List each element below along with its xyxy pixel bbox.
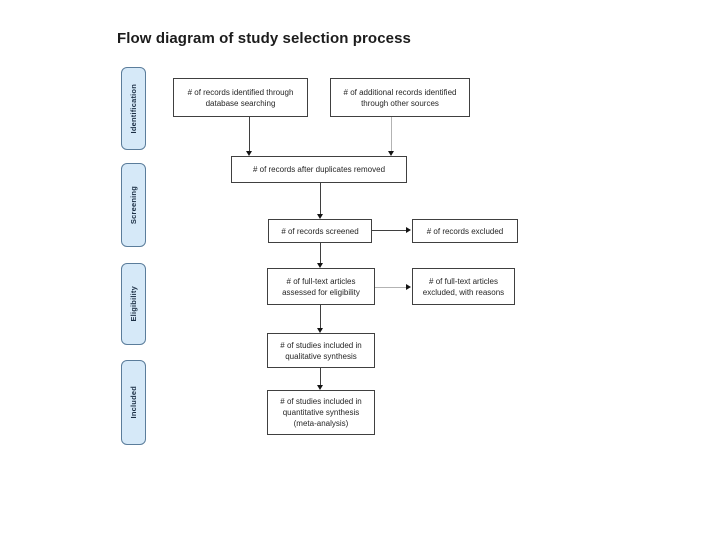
connector-qualitative-to-quantitative-arrowhead [317,385,323,390]
connector-screened-to-fulltext-arrowhead [317,263,323,268]
page-title: Flow diagram of study selection process [117,30,411,47]
stage-included-label: Included [129,386,138,419]
flow-box-records-excluded: # of records excluded [412,219,518,243]
connector-qualitative-to-quantitative-line [320,368,321,385]
flow-box-additional-records: # of additional records identified throu… [330,78,470,117]
connector-screened-to-fulltext-line [320,243,321,263]
connector-additional-to-duplicates-line [391,117,392,151]
connector-duplicates-to-screened-line [320,183,321,214]
connector-fulltext-to-excluded-line [375,287,406,288]
stage-identification-box: Identification [121,67,146,150]
connector-fulltext-to-excluded-arrowhead [406,284,411,290]
flow-box-records-screened: # of records screened [268,219,372,243]
connector-screened-to-excluded-arrowhead [406,227,411,233]
connector-duplicates-to-screened-arrowhead [317,214,323,219]
stage-included-box: Included [121,360,146,445]
connector-identified-to-duplicates-arrowhead [246,151,252,156]
flow-box-fulltext-excluded: # of full-text articles excluded, with r… [412,268,515,305]
flow-box-fulltext-assessed: # of full-text articles assessed for eli… [267,268,375,305]
connector-fulltext-to-qualitative-line [320,305,321,328]
connector-identified-to-duplicates-line [249,117,250,151]
flow-box-qualitative: # of studies included in qualitative syn… [267,333,375,368]
connector-screened-to-excluded-line [372,230,406,231]
connector-additional-to-duplicates-arrowhead [388,151,394,156]
stage-screening-label: Screening [129,185,138,225]
flow-box-duplicates-removed: # of records after duplicates removed [231,156,407,183]
stage-identification-label: Identification [129,83,138,134]
stage-screening-box: Screening [121,163,146,247]
connector-fulltext-to-qualitative-arrowhead [317,328,323,333]
flow-box-quantitative: # of studies included in quantitative sy… [267,390,375,435]
stage-eligibility-label: Eligibility [129,286,138,322]
flow-box-records-identified: # of records identified through database… [173,78,308,117]
stage-eligibility-box: Eligibility [121,263,146,345]
